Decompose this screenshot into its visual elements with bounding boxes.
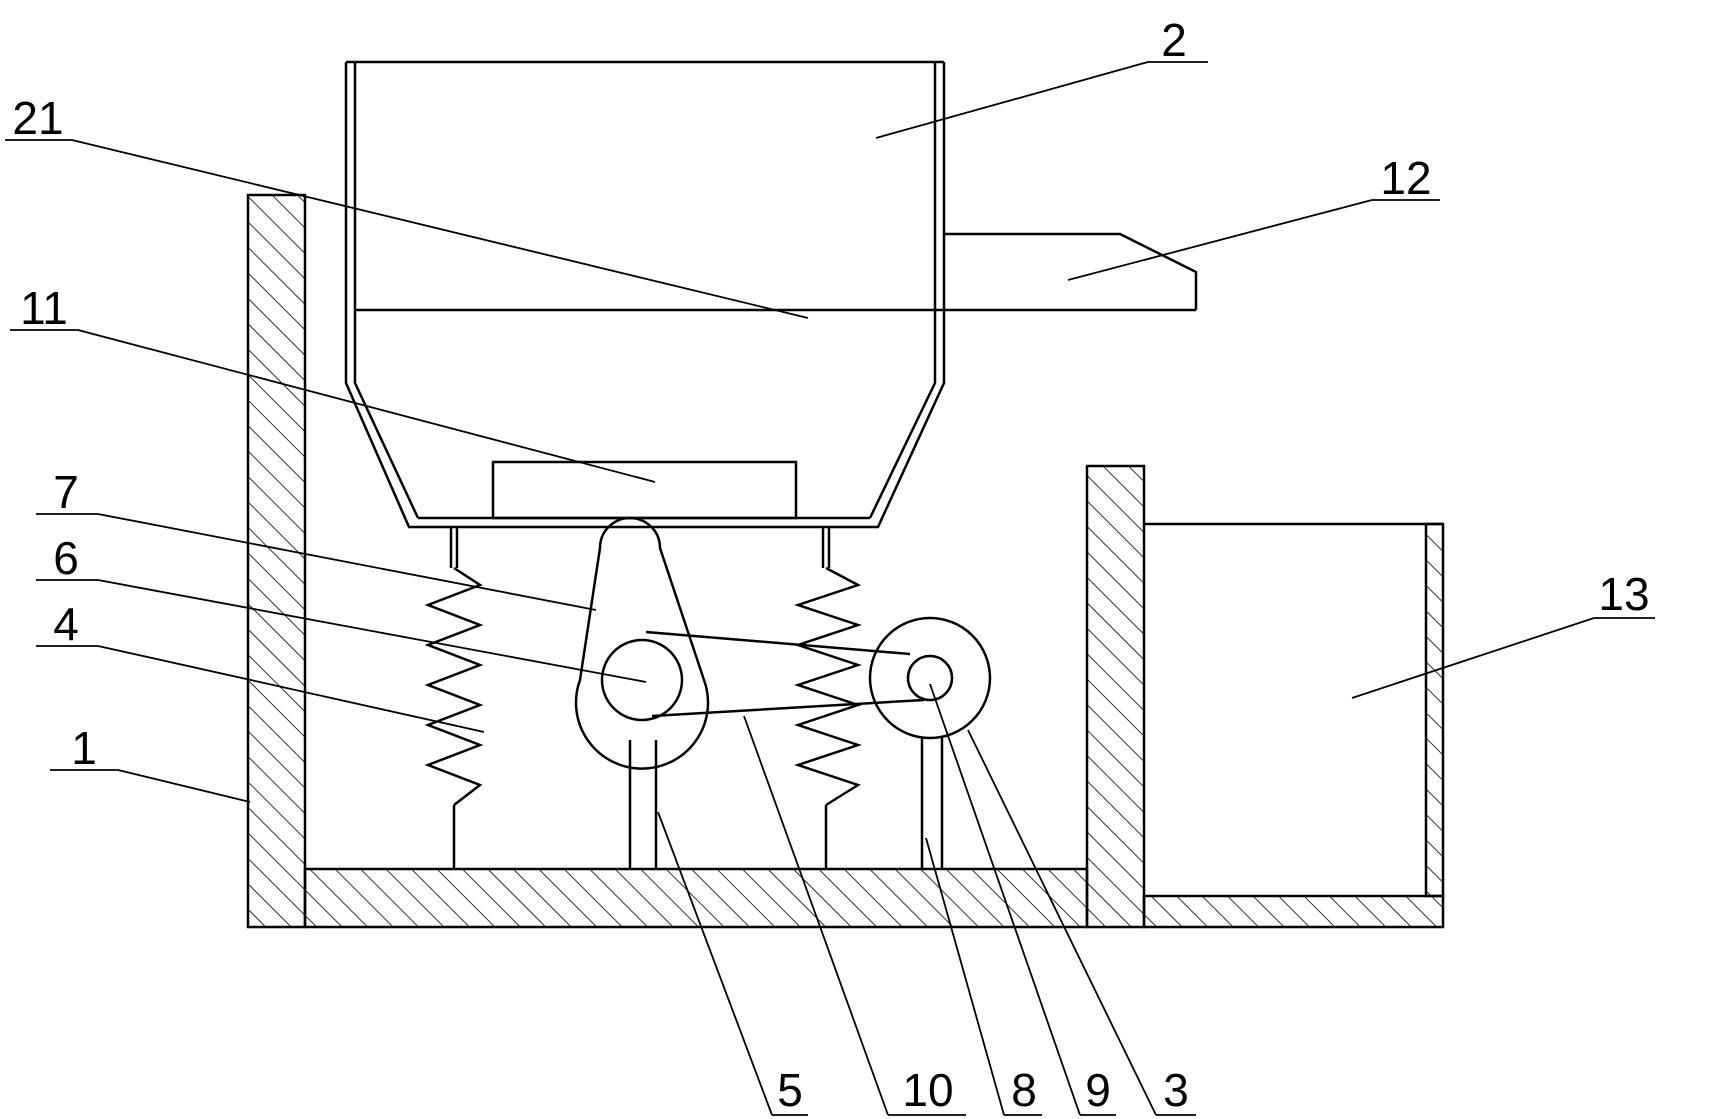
leader-lines [5,61,1655,1116]
cam-support [628,740,658,869]
drive-pulley [868,616,992,740]
label-13: 13 [1598,568,1649,620]
hopper-outer [344,62,946,529]
base-frame [246,193,1146,929]
vibration-motor [491,460,798,520]
cam-shaft [600,638,684,722]
label-12: 12 [1380,152,1431,204]
divider-wall [1085,464,1146,929]
left-spring [424,527,484,869]
cam [574,516,710,770]
part-labels: 2 21 12 11 7 6 4 1 13 5 10 8 9 3 [12,14,1649,1116]
label-8: 8 [1011,1064,1037,1116]
motor-support [920,738,944,869]
discharge-chute [944,232,1198,310]
label-9: 9 [1085,1064,1111,1116]
pulley-shaft [906,654,954,702]
base-plate [303,867,1089,929]
belt [645,630,925,718]
pulley-outer [868,616,992,740]
box-floor [1142,894,1445,929]
label-11: 11 [20,282,68,334]
label-10: 10 [902,1064,953,1116]
label-1: 1 [71,722,97,774]
collection-box [1142,522,1445,929]
left-wall [246,193,307,929]
label-4: 4 [53,598,79,650]
cam-body [574,516,710,770]
label-6: 6 [53,532,79,584]
label-3: 3 [1163,1064,1189,1116]
label-21: 21 [12,92,63,144]
hopper-inner-right [868,62,937,519]
label-2: 2 [1161,14,1187,66]
box-right-wall [1424,522,1445,898]
label-7: 7 [53,466,79,518]
hopper-inner-left [353,62,420,519]
label-5: 5 [777,1064,803,1116]
hopper [344,60,1196,529]
right-spring [794,527,862,869]
